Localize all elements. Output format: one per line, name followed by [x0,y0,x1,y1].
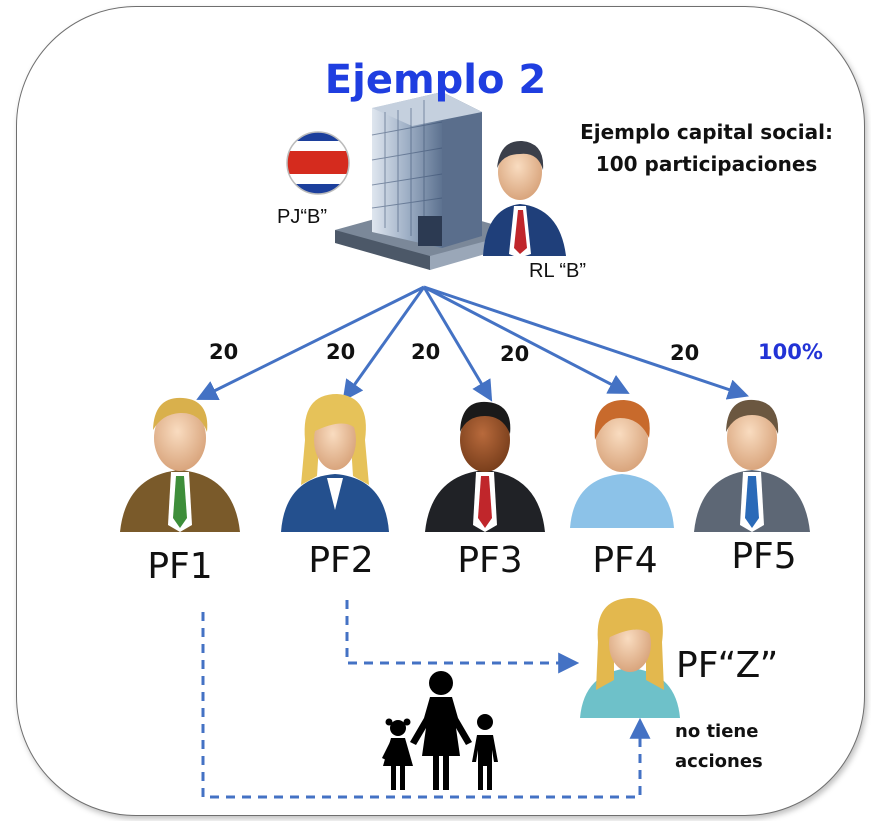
total-percent: 100% [758,340,823,364]
person-label-pf2: PF2 [308,540,374,581]
arrow-to-pf3 [422,286,493,402]
share-label-pf5: 20 [670,341,700,365]
connector-pf1-to-pfz [201,612,651,799]
arrow-to-pf5 [423,285,749,400]
no-shares-note: no tiene acciones [675,717,763,777]
ownership-arrows [196,285,749,402]
person-label-pf1: PF1 [147,546,213,587]
capital-line-2: 100 participaciones [595,152,818,176]
family-silhouette-icon [382,671,498,790]
woman-blonde-icon [281,394,389,532]
man-dark-suit-icon [425,401,545,532]
representative-label: RL “B” [529,260,587,282]
arrow-to-pf2 [342,286,426,402]
arrow-to-pf1 [196,285,425,400]
connector-pf2-to-pfz [345,600,580,674]
relationship-connectors [201,600,651,799]
note-line-2: acciones [675,751,763,772]
businessman-icon [483,140,566,258]
capital-social-text: Ejemplo capital social: 100 participacio… [580,116,833,180]
share-label-pf3: 20 [411,340,441,364]
office-building-icon [335,92,520,270]
note-line-1: no tiene [675,721,759,742]
page-title: Ejemplo 2 [324,57,547,103]
person-label-pf4: PF4 [592,540,658,581]
man-grey-suit-icon [694,399,810,532]
costa-rica-flag-icon [286,131,350,195]
company-label: PJ“B” [277,206,327,228]
person-label-pf3: PF3 [457,540,523,581]
share-label-pf4: 20 [500,342,530,366]
pfz-woman-icon [580,598,680,718]
capital-line-1: Ejemplo capital social: [580,120,833,144]
man-brown-suit-icon [120,397,240,532]
arrow-to-pf4 [423,285,630,394]
person-label-pf5: PF5 [731,536,797,577]
boy-icon [570,400,674,528]
share-label-pf2: 20 [326,340,356,364]
share-label-pf1: 20 [209,340,239,364]
pfz-label: PF“Z” [676,645,779,686]
